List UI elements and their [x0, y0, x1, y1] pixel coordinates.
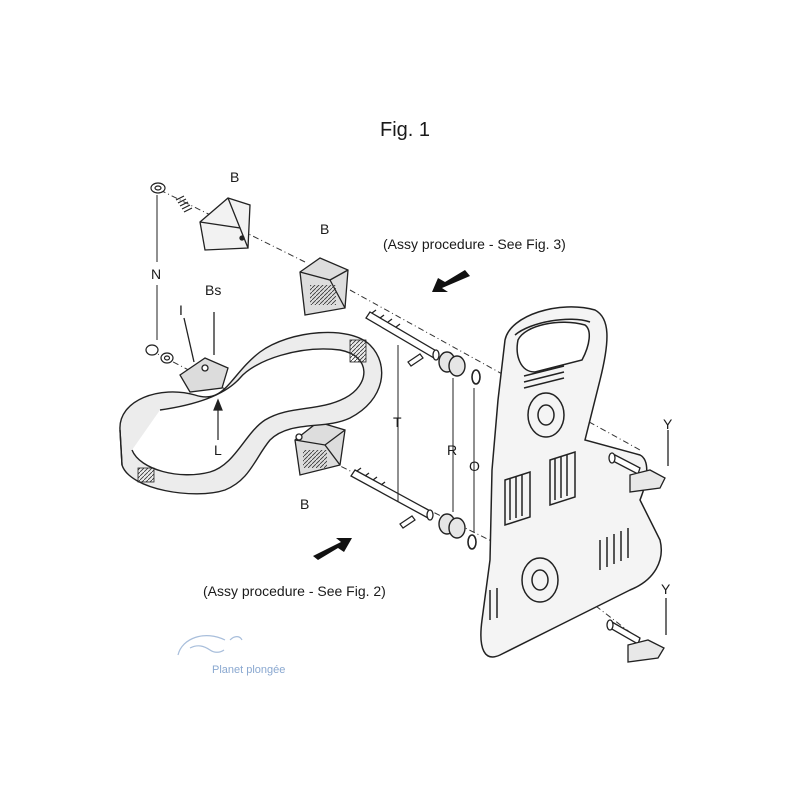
label-y-low: Y	[661, 581, 671, 597]
label-b-low: B	[300, 496, 310, 512]
o-ring	[467, 369, 481, 550]
bolt-t-upper	[365, 309, 440, 361]
planet-plongee-logo-icon	[177, 635, 243, 656]
label-n: N	[151, 266, 162, 282]
note-assy-fig3: (Assy procedure - See Fig. 3)	[383, 236, 566, 252]
label-bs: Bs	[205, 282, 222, 298]
nut-side	[145, 344, 174, 364]
label-b-mid: B	[320, 221, 330, 237]
spring-top	[175, 195, 193, 213]
arrow-fig3	[432, 270, 470, 292]
label-o: O	[469, 458, 480, 474]
bracket-b-top	[199, 197, 251, 251]
cotter-pins	[399, 353, 424, 529]
figure-title: Fig. 1	[380, 119, 431, 141]
fastener-y-upper	[608, 430, 669, 493]
buckle-bs	[179, 312, 229, 393]
label-l: L	[214, 442, 222, 458]
label-b-top: B	[230, 169, 240, 185]
label-i: I	[179, 302, 183, 318]
label-y-top: Y	[663, 416, 673, 432]
label-t: T	[393, 414, 402, 430]
bracket-b-low	[294, 421, 346, 476]
l-pointer	[213, 398, 223, 440]
tank-band	[119, 331, 383, 495]
arrow-fig2	[313, 538, 352, 560]
label-r: R	[447, 442, 458, 458]
note-assy-fig2: (Assy procedure - See Fig. 2)	[203, 583, 386, 599]
spacer-r	[438, 351, 466, 539]
bracket-b-mid	[299, 257, 349, 316]
fastener-y-lower	[606, 598, 667, 663]
nut-top	[150, 182, 166, 194]
watermark-text: Planet plongée	[212, 664, 286, 676]
bolt-t-lower	[350, 467, 434, 521]
